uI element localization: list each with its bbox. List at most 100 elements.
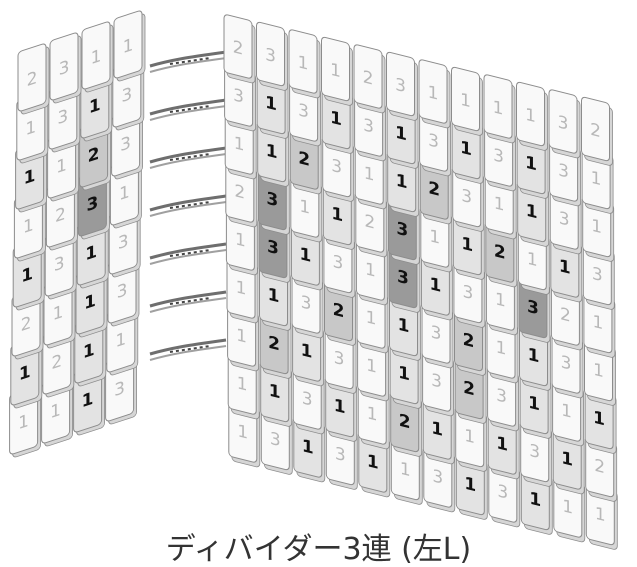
right-tile: 1: [483, 74, 516, 144]
connector-rod: [149, 242, 227, 260]
right-tile-number: 1: [595, 504, 606, 526]
right-tile: 2: [324, 276, 356, 346]
left-tile-number: 3: [120, 133, 131, 156]
right-tile: 1: [355, 236, 388, 306]
left-tile-number: 3: [114, 378, 125, 401]
right-tile-number: 3: [497, 481, 508, 503]
left-tile-number: 1: [84, 291, 96, 314]
right-tile: 3: [386, 51, 418, 121]
left-tile-number: 2: [55, 204, 66, 227]
right-tile-number: 1: [299, 196, 310, 218]
right-tile-number: 1: [429, 226, 440, 248]
right-tile-number: 1: [464, 426, 475, 448]
right-tile: 2: [223, 14, 256, 84]
right-tile-number: 1: [561, 448, 573, 471]
right-tile-number: 1: [494, 193, 505, 215]
right-tile-number: 2: [234, 181, 245, 203]
right-tile-number: 1: [237, 373, 248, 395]
left-tile-number: 1: [119, 182, 130, 205]
left-tile-number: 2: [21, 313, 32, 336]
right-tile-number: 1: [593, 408, 605, 431]
right-tile-number: 2: [428, 178, 440, 201]
right-tile-number: 1: [364, 163, 375, 185]
connector-rod: [169, 249, 211, 257]
right-tile-number: 3: [265, 45, 276, 67]
left-tile-number: 1: [89, 95, 101, 118]
right-tile-number: 1: [496, 337, 507, 359]
right-tile: 1: [293, 413, 326, 483]
right-tile-number: 2: [298, 148, 310, 171]
left-tile-number: 3: [57, 106, 68, 129]
right-tile-number: 1: [302, 436, 314, 459]
right-tile-number: 1: [334, 396, 346, 419]
right-tile-number: 1: [400, 459, 411, 481]
right-tile-number: 1: [592, 312, 603, 334]
connector-rod: [149, 50, 227, 68]
right-tile-number: 1: [330, 60, 341, 82]
right-tile-number: 2: [590, 120, 601, 142]
left-tile-number: 1: [115, 329, 126, 352]
right-tile: 2: [454, 306, 486, 376]
connector-rod: [149, 57, 227, 73]
left-tile-number: 3: [59, 57, 70, 80]
right-tile-number: 1: [591, 216, 602, 238]
right-tile-number: 3: [493, 145, 504, 167]
right-tile: 3: [548, 89, 581, 159]
right-tile: 1: [516, 81, 548, 151]
connector-rod: [169, 153, 211, 161]
left-tile-number: 2: [88, 144, 100, 167]
left-tile-number: 1: [25, 117, 36, 140]
left-tile-number: 3: [118, 231, 129, 254]
right-tile-number: 1: [331, 204, 343, 227]
right-tile-number: 3: [559, 208, 570, 230]
left-tile-number: 1: [85, 242, 97, 265]
right-tile-number: 3: [527, 297, 539, 320]
right-tile-number: 1: [496, 433, 508, 456]
right-tile: 3: [256, 21, 288, 91]
right-tile-number: 3: [334, 348, 345, 370]
right-tile: 1: [288, 29, 321, 99]
right-tile-number: 2: [333, 300, 345, 323]
right-tile-number: 3: [462, 282, 473, 304]
right-tile: 1: [418, 59, 451, 129]
connector-rod: [169, 297, 211, 305]
right-tile-number: 3: [298, 100, 309, 122]
right-tile-number: 3: [302, 388, 313, 410]
left-tile-number: 1: [123, 35, 134, 58]
left-tile-number: 1: [83, 340, 95, 363]
right-tile-number: 1: [366, 355, 377, 377]
right-panel: 1113131131312131112113111113231131211311…: [223, 14, 618, 550]
right-tile: 1: [451, 66, 483, 136]
left-tile-number: 1: [23, 215, 34, 238]
connector-rod: [149, 146, 227, 164]
left-tile-number: 3: [86, 193, 98, 216]
left-tile: 1: [81, 21, 114, 93]
right-tile: 1: [581, 144, 614, 214]
connector-rods: [149, 50, 227, 361]
right-tile-number: 2: [399, 411, 411, 434]
right-tile-number: 3: [266, 189, 278, 212]
right-tile-number: 1: [529, 489, 541, 512]
right-tile-number: 3: [431, 370, 442, 392]
right-tile-number: 1: [367, 403, 378, 425]
left-tile: 3: [49, 32, 82, 104]
right-tile-number: 1: [265, 93, 277, 116]
right-tile-number: 2: [594, 456, 605, 478]
left-tile-number: 1: [24, 166, 36, 189]
right-tile-number: 3: [270, 429, 281, 451]
right-tile-number: 1: [429, 274, 441, 297]
right-tile-number: 1: [561, 400, 572, 422]
right-tile-number: 1: [495, 289, 506, 311]
left-tile-number: 1: [82, 389, 94, 412]
left-tile-number: 1: [19, 362, 31, 385]
right-tile-number: 1: [525, 105, 536, 127]
right-tile-number: 1: [395, 123, 407, 146]
left-tile-number: 1: [91, 46, 102, 69]
right-tile-number: 1: [299, 244, 311, 267]
right-tile-number: 2: [268, 333, 280, 356]
left-tile-number: 1: [21, 264, 33, 287]
right-tile: 3: [484, 122, 517, 192]
right-tile-number: 3: [363, 115, 374, 137]
right-tile-number: 3: [267, 237, 279, 260]
